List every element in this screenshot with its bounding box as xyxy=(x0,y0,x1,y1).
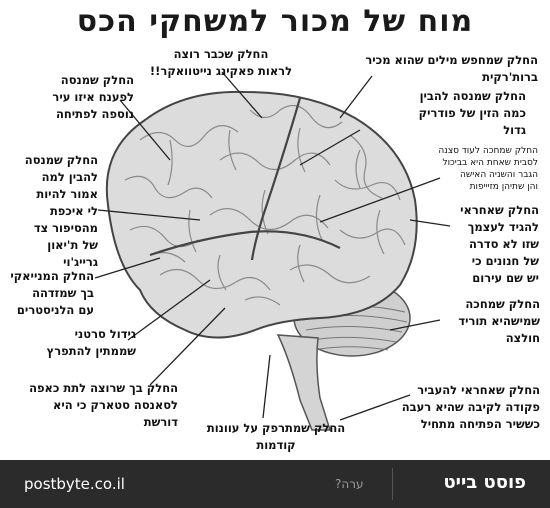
label-sansa: החלק בך שרוצה לתת כאפה לסאנסה סטארק כי ה… xyxy=(29,381,178,429)
label-lannister: החלק המנייאקי בך שמזדהה עם הלניסטרים xyxy=(10,269,94,317)
label-dothraki: החלק שמחפש מילים שהוא מכיר ברות'רקית xyxy=(365,53,538,84)
label-tumor: גידול סרטני שממתין להתפרץ xyxy=(46,327,136,358)
label-shirt: החלק שמחכה שמישהיא תוריד חולצה xyxy=(458,297,540,345)
label-fakeng: החלק שכבר רוצה לראות פאקינג נייטוואקר!! xyxy=(149,47,293,78)
label-sins: החלק שמתרפק על עוונות קודמות xyxy=(206,421,346,452)
brain-illustration xyxy=(94,71,451,431)
comment-link[interactable]: ערה? xyxy=(335,477,364,491)
pointer-lines xyxy=(94,71,451,421)
infographic: מוח של מכור למשחקי הכס xyxy=(10,4,540,452)
label-naked: החלק שאחראי להגיד לעצמך שזו לא סדרה של ח… xyxy=(460,203,539,285)
label-hungry: החלק שאחראי להעביר פקודה לקיבה שהיא רעבה… xyxy=(401,383,540,431)
label-theon: החלק שמנסה להבין למה אמור להיות לי איכפת… xyxy=(24,153,98,269)
page-title: מוח של מכור למשחקי הכס xyxy=(76,4,474,39)
footer-bar: postbyte.co.il ערה? פוסט בייט xyxy=(0,460,550,508)
label-podrick: החלק שמנסה להבין כמה הזין של פודריק גדול xyxy=(418,89,526,137)
site-link[interactable]: postbyte.co.il xyxy=(24,475,125,493)
label-city: החלק שמנסה לפענח איזו עיר נוספה לפתיחה xyxy=(52,73,134,121)
footer-divider xyxy=(392,468,393,500)
postbyte-logo[interactable]: פוסט בייט xyxy=(400,470,540,498)
brainstem xyxy=(276,334,332,431)
cerebrum xyxy=(105,90,418,339)
logo-text: פוסט בייט xyxy=(443,472,526,493)
label-scene: החלק שמחכה לעוד סצנה לסבית שאחת היא בביכ… xyxy=(438,146,538,192)
